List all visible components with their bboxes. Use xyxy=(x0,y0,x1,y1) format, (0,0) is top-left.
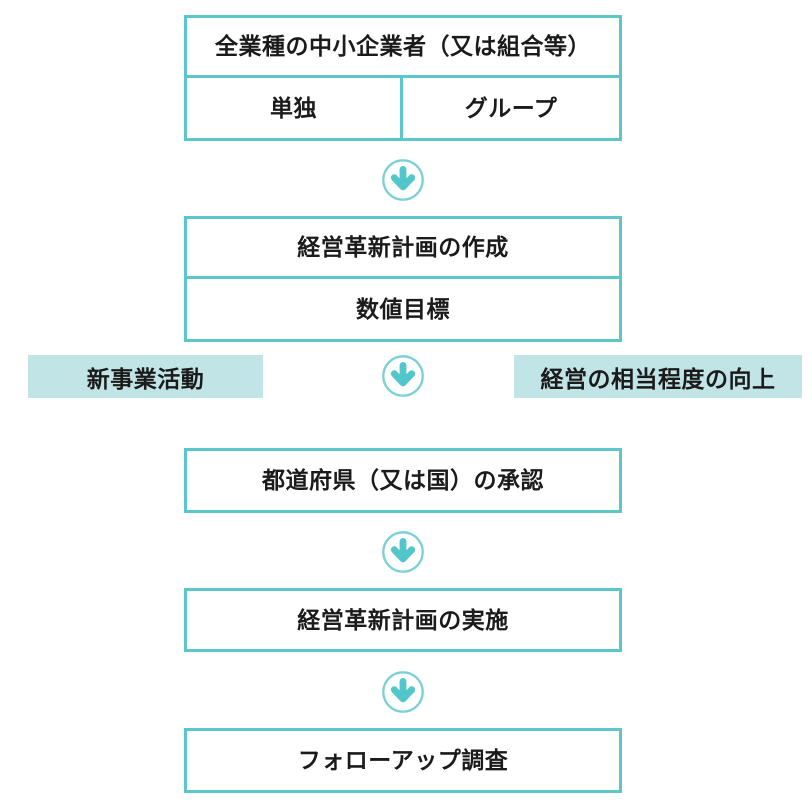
down-arrow-icon xyxy=(381,354,425,398)
step3-box: 都道府県（又は国）の承認 xyxy=(184,448,622,513)
down-arrow-icon xyxy=(381,530,425,574)
step2-sub: 数値目標 xyxy=(356,295,450,322)
down-arrow-icon xyxy=(381,670,425,714)
step4-box: 経営革新計画の実施 xyxy=(184,588,622,652)
step1-cells: 単独 グループ xyxy=(187,78,619,138)
step1-cell-single: 単独 xyxy=(187,78,403,138)
step3-title: 都道府県（又は国）の承認 xyxy=(262,467,544,493)
step1-box: 全業種の中小企業者（又は組合等） 単独 グループ xyxy=(184,15,622,141)
branch-label-left: 新事業活動 xyxy=(28,355,263,398)
step1-cell-group: グループ xyxy=(464,94,558,121)
step4-title: 経営革新計画の実施 xyxy=(297,606,509,633)
step5-title: フォローアップ調査 xyxy=(297,747,509,773)
step2-title: 経営革新計画の作成 xyxy=(187,219,619,279)
step5-box: フォローアップ調査 xyxy=(184,728,622,793)
down-arrow-icon xyxy=(381,158,425,202)
step1-title: 全業種の中小企業者（又は組合等） xyxy=(187,18,619,78)
step2-box: 経営革新計画の作成 数値目標 xyxy=(184,216,622,342)
branch-label-right: 経営の相当程度の向上 xyxy=(514,355,802,398)
